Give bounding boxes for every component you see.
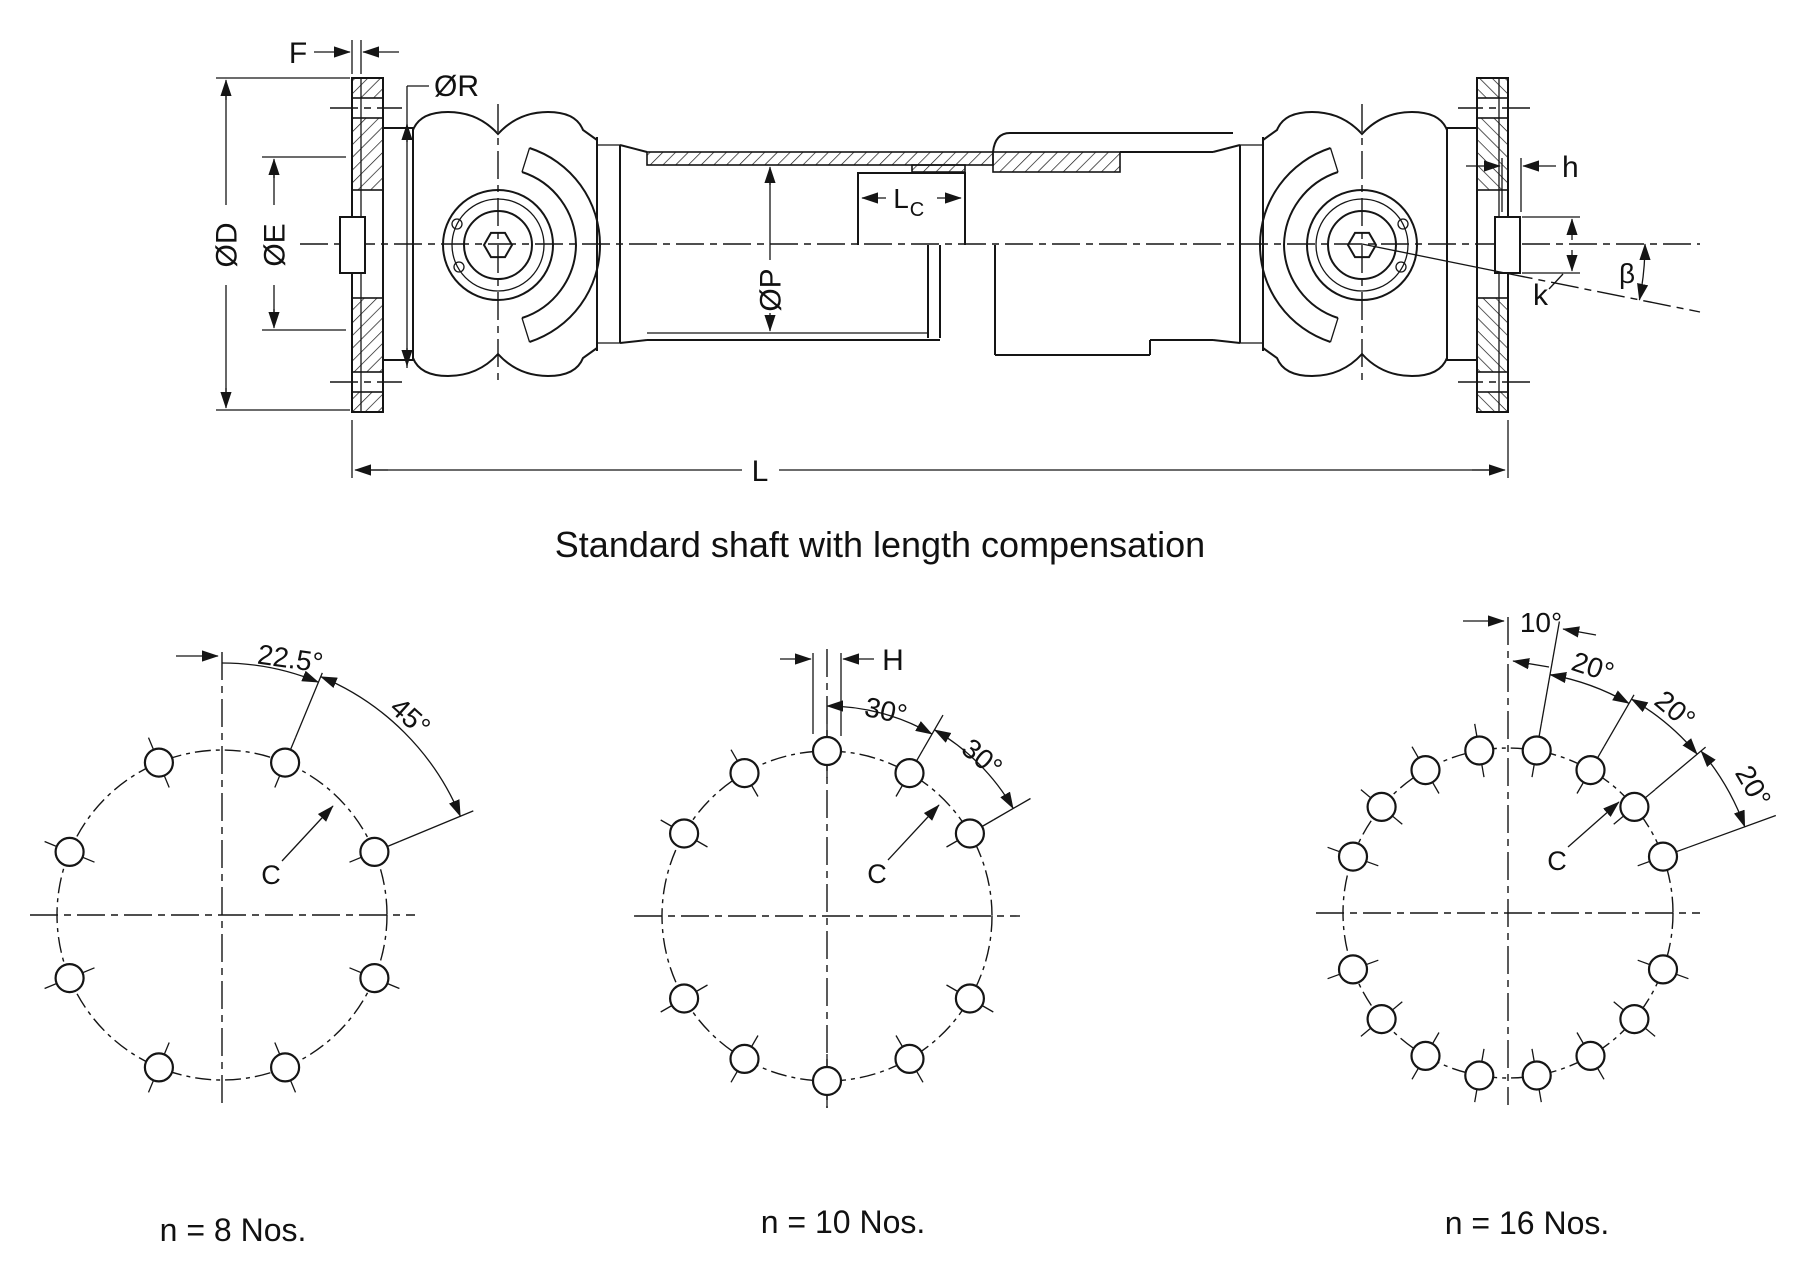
bolt-circle-ref-C-2: C	[867, 859, 887, 889]
left-flange-and-yoke	[330, 77, 648, 413]
label-OE: ØE	[259, 223, 292, 266]
bolt-holes-8	[44, 737, 400, 1093]
dimension-L: L	[351, 420, 1509, 488]
right-flange-and-yoke	[1212, 77, 1531, 413]
angle-label-10: 10°	[1520, 607, 1562, 638]
bolt-hole	[359, 962, 390, 994]
angle-label-22-5: 22.5°	[256, 639, 325, 679]
bolt-hole	[1366, 1003, 1397, 1035]
bolt-holes-10	[660, 724, 994, 1108]
label-Lc-sub: C	[910, 199, 924, 221]
bolt-holes-16	[1327, 723, 1689, 1103]
angle-label-20c: 20°	[1729, 760, 1777, 812]
bolt-hole	[894, 757, 925, 789]
bolt-hole	[1337, 841, 1369, 872]
label-OR: ØR	[434, 70, 479, 103]
bolt-hole	[1521, 1060, 1552, 1091]
angle-label-20a: 20°	[1568, 646, 1618, 689]
caption-n16: n = 16 Nos.	[1445, 1205, 1610, 1241]
bolt-hole	[1410, 1040, 1441, 1072]
label-OP: ØP	[755, 268, 788, 311]
bolt-hole	[143, 747, 174, 778]
bolt-hole	[668, 983, 700, 1014]
bolt-hole	[1575, 754, 1606, 786]
dimension-Lc: L C	[861, 183, 962, 221]
bolt-hole	[811, 735, 843, 767]
bolt-hole	[54, 836, 85, 868]
angle-label-30a: 30°	[862, 691, 910, 730]
bolt-hole	[54, 962, 85, 994]
dimension-beta: β	[1361, 243, 1701, 313]
bolt-hole	[1410, 754, 1441, 786]
bolt-circle-16: 10° 20° 20° 20° C n = 16 Nos.	[1316, 607, 1777, 1241]
caption-n8: n = 8 Nos.	[160, 1212, 307, 1248]
bolt-hole	[954, 818, 986, 849]
bolt-circle-ref-C-3: C	[1547, 846, 1567, 876]
dimension-F: F	[289, 37, 399, 74]
label-h: h	[1562, 151, 1579, 184]
bolt-hole	[1647, 954, 1679, 985]
bolt-hole	[1619, 791, 1650, 823]
bolt-hole	[270, 1052, 301, 1083]
bolt-circle-ref-C-1: C	[261, 860, 281, 890]
bolt-circle-10: H 30° 30° C n = 10 Nos.	[634, 644, 1031, 1240]
drawing-title: Standard shaft with length compensation	[555, 524, 1205, 565]
bolt-hole	[1366, 791, 1397, 823]
label-k: k	[1533, 279, 1549, 312]
bolt-hole	[1575, 1040, 1606, 1072]
label-OD: ØD	[211, 223, 244, 268]
bolt-hole	[1337, 954, 1369, 985]
bolt-hole	[729, 757, 760, 789]
angle-label-45: 45°	[384, 691, 436, 742]
bolt-hole	[954, 983, 986, 1014]
bolt-hole	[1521, 735, 1552, 766]
dimension-h: h	[1466, 151, 1579, 212]
bolt-hole	[729, 1043, 760, 1075]
angle-label-30b: 30°	[956, 732, 1008, 783]
bolt-hole	[1464, 1060, 1495, 1091]
dimension-OP: ØP	[755, 166, 788, 332]
label-H: H	[882, 644, 904, 677]
bolt-hole	[1464, 735, 1495, 766]
dimension-OR: ØR	[401, 70, 479, 368]
bolt-hole	[1647, 841, 1679, 872]
bolt-hole	[359, 836, 390, 868]
dimension-k: k	[1522, 216, 1580, 312]
label-L: L	[752, 455, 769, 488]
label-beta: β	[1619, 258, 1635, 289]
label-F: F	[289, 37, 307, 70]
bolt-hole	[1619, 1003, 1650, 1035]
caption-n10: n = 10 Nos.	[761, 1204, 926, 1240]
dimension-OD: ØD	[211, 77, 350, 411]
bolt-hole	[143, 1052, 174, 1083]
bolt-hole	[270, 747, 301, 778]
shaft-tube	[646, 132, 1233, 356]
dimension-OE: ØE	[259, 156, 346, 331]
bolt-hole	[811, 1065, 843, 1097]
bolt-hole	[668, 818, 700, 849]
angle-label-20b: 20°	[1649, 684, 1701, 735]
shaft-side-view: F ØD ØE ØR	[211, 37, 1701, 488]
bolt-circle-8: 22.5° 45° C n = 8 Nos.	[30, 639, 474, 1248]
bolt-hole	[894, 1043, 925, 1075]
label-Lc-main: L	[893, 183, 909, 214]
